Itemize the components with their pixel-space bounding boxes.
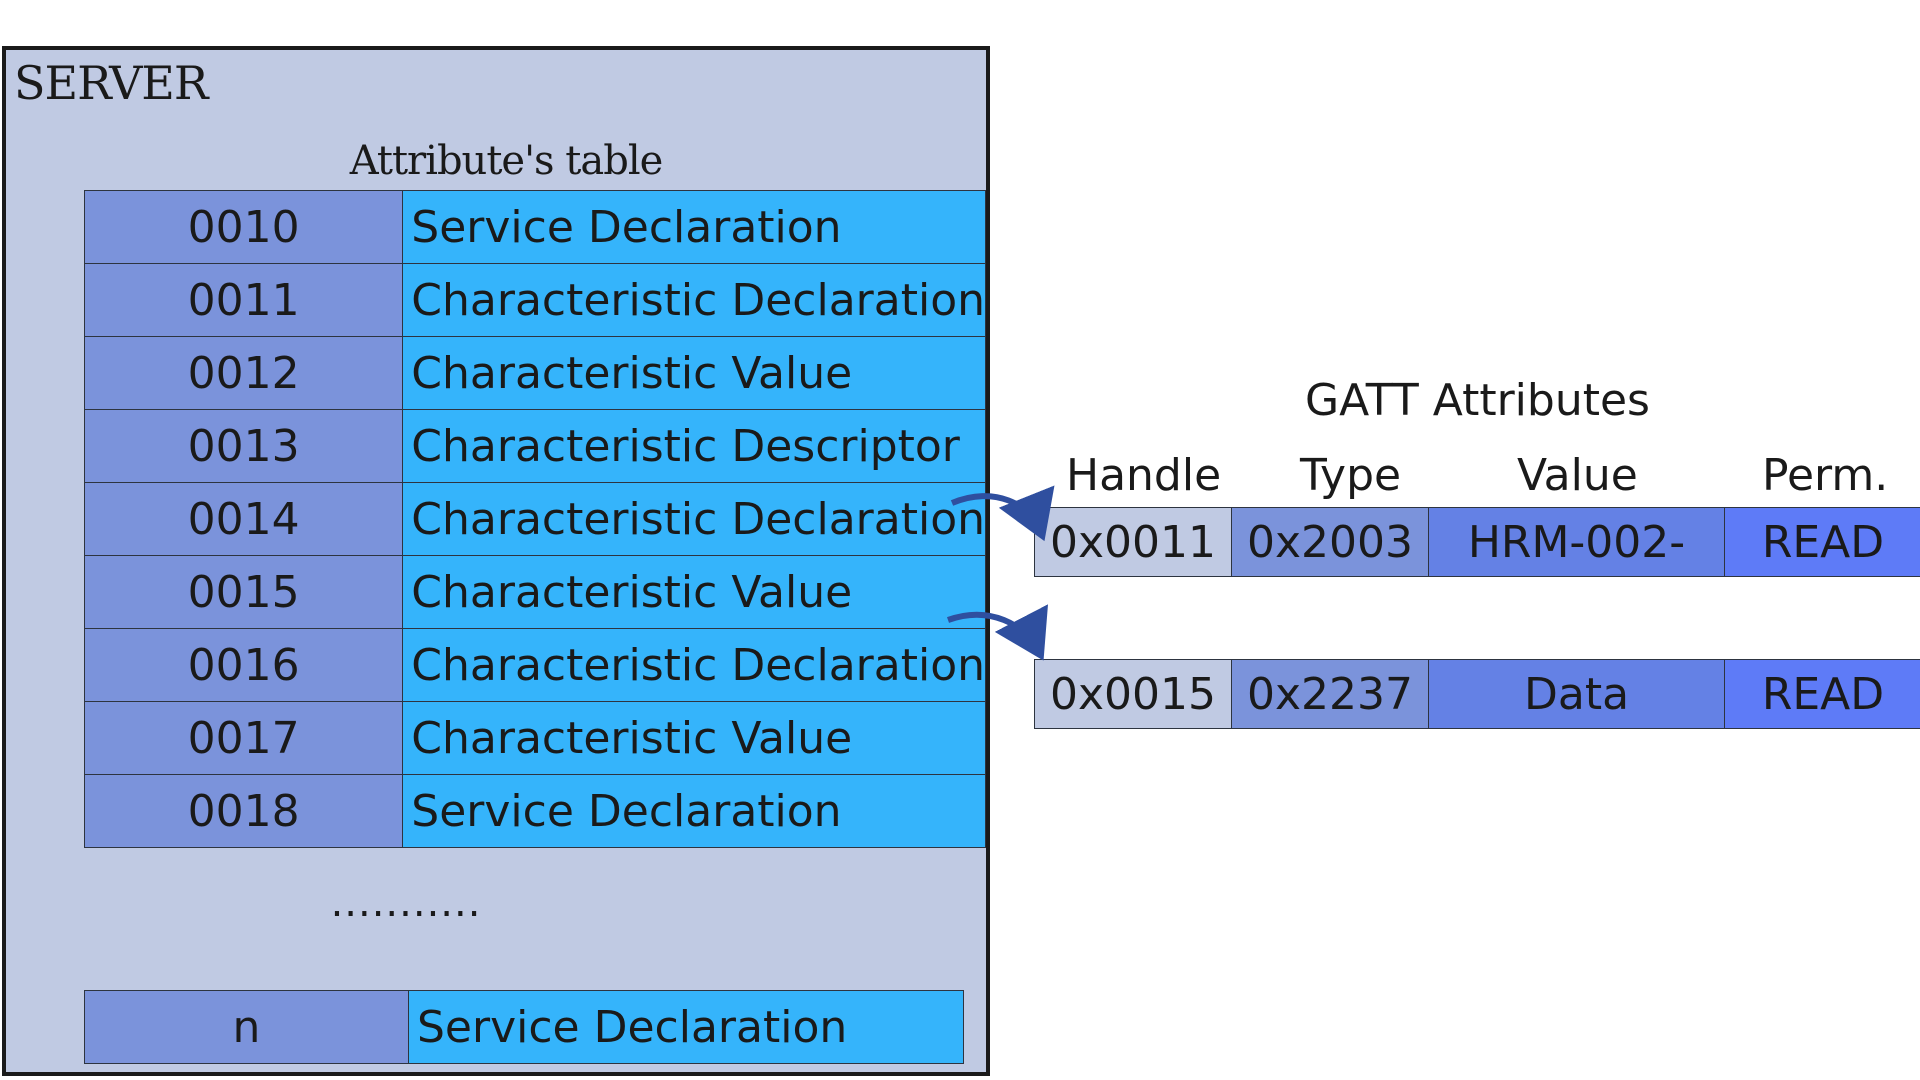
gatt-handle-cell: 0x0011 xyxy=(1034,507,1232,577)
type-cell: Service Declaration xyxy=(402,774,986,848)
arrow-icon xyxy=(950,485,1055,542)
gatt-type-cell: 0x2237 xyxy=(1231,659,1429,729)
attribute-table-title: Attribute's table xyxy=(349,138,664,184)
table-row: 0017 Characteristic Value xyxy=(83,701,986,775)
handle-cell: 0015 xyxy=(83,555,404,629)
table-row: n Service Declaration xyxy=(84,990,964,1064)
gatt-row: 0x0011 0x2003 HRM-002- READ xyxy=(1034,507,1920,577)
gatt-header-handle: Handle xyxy=(1066,450,1222,501)
arrow-icon xyxy=(946,604,1048,661)
type-cell: Characteristic Descriptor xyxy=(402,409,986,483)
table-row: 0011 Characteristic Declaration xyxy=(83,263,986,337)
table-row: 0012 Characteristic Value xyxy=(83,336,986,410)
gatt-perm-cell: READ xyxy=(1724,507,1920,577)
handle-cell: 0012 xyxy=(83,336,404,410)
handle-cell: 0018 xyxy=(83,774,404,848)
table-row: 0013 Characteristic Descriptor xyxy=(83,409,986,483)
type-cell: Characteristic Value xyxy=(402,336,986,410)
handle-cell: 0013 xyxy=(83,409,404,483)
server-box: SERVER Attribute's table 0010 Service De… xyxy=(2,46,990,1076)
gatt-value-cell: Data xyxy=(1428,659,1725,729)
table-row: 0018 Service Declaration xyxy=(83,774,986,848)
handle-cell: n xyxy=(84,990,409,1064)
type-cell: Characteristic Declaration xyxy=(402,263,986,337)
type-cell: Characteristic Declaration xyxy=(402,482,986,556)
attribute-table-last: n Service Declaration xyxy=(84,990,964,1064)
handle-cell: 0010 xyxy=(83,190,404,264)
type-cell: Service Declaration xyxy=(408,990,964,1064)
server-title: SERVER xyxy=(14,56,209,110)
handle-cell: 0016 xyxy=(83,628,404,702)
handle-cell: 0014 xyxy=(83,482,404,556)
attribute-table: 0010 Service Declaration 0011 Characteri… xyxy=(83,190,986,848)
type-cell: Characteristic Value xyxy=(402,555,986,629)
gatt-title: GATT Attributes xyxy=(1305,375,1650,426)
gatt-header-perm: Perm. xyxy=(1762,450,1889,501)
gatt-handle-cell: 0x0015 xyxy=(1034,659,1232,729)
gatt-header-type: Type xyxy=(1300,450,1402,501)
ellipsis: ........... xyxy=(330,880,482,926)
handle-cell: 0017 xyxy=(83,701,404,775)
gatt-header-value: Value xyxy=(1517,450,1638,501)
gatt-perm-cell: READ xyxy=(1724,659,1920,729)
table-row: 0014 Characteristic Declaration xyxy=(83,482,986,556)
handle-cell: 0011 xyxy=(83,263,404,337)
table-row: 0010 Service Declaration xyxy=(83,190,986,264)
table-row: 0015 Characteristic Value xyxy=(83,555,986,629)
gatt-row: 0x0015 0x2237 Data READ xyxy=(1034,659,1920,729)
